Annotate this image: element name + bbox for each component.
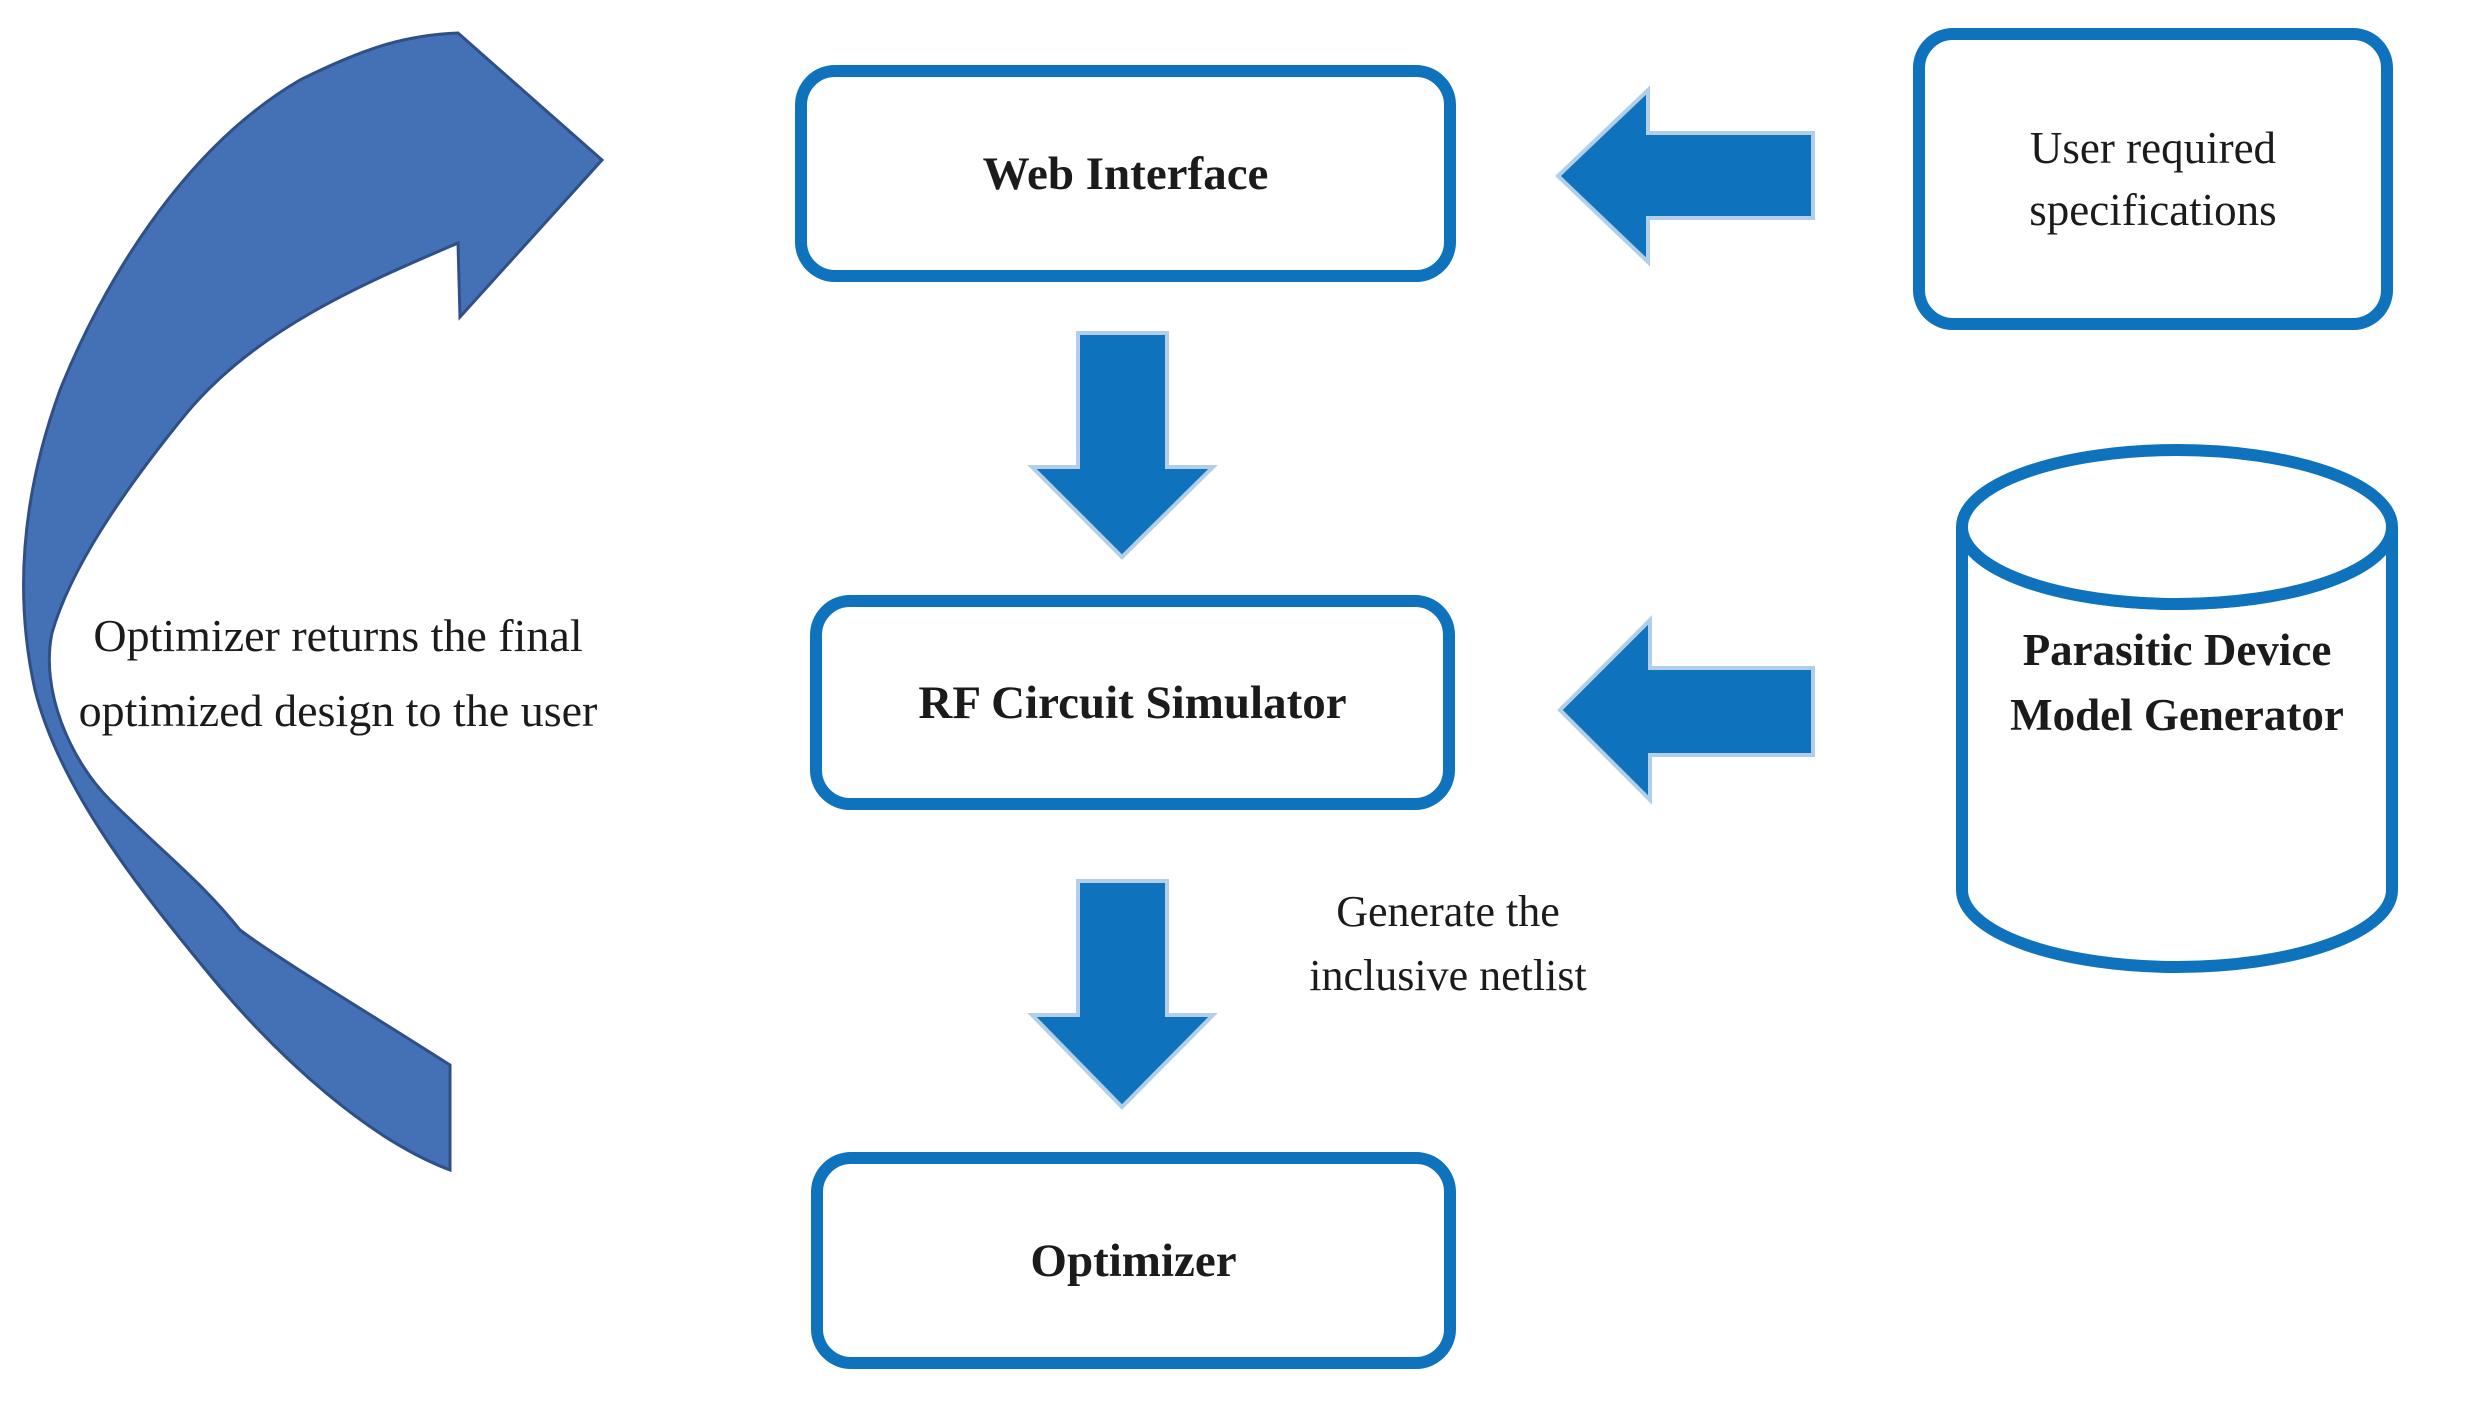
node-optimizer: Optimizer <box>811 1152 1456 1369</box>
node-rf-circuit-simulator-label: RF Circuit Simulator <box>918 676 1347 729</box>
node-optimizer-label: Optimizer <box>1030 1234 1237 1287</box>
annotation-optimizer-returns: Optimizer returns the final optimized de… <box>78 610 598 736</box>
down-block-arrow-icon <box>1027 879 1218 1110</box>
node-web-interface-label: Web Interface <box>982 147 1269 200</box>
node-parasitic-device-model-generator-label: Parasitic Device Model Generator <box>2010 625 2344 740</box>
database-cylinder-icon <box>1956 444 2398 973</box>
node-user-required-specifications: User required specifications <box>1913 28 2393 330</box>
left-block-arrow-icon <box>1557 615 1815 805</box>
annotation-generate-netlist: Generate the inclusive netlist <box>1309 887 1587 1000</box>
node-rf-circuit-simulator: RF Circuit Simulator <box>810 595 1455 810</box>
curved-return-arrow-icon <box>22 31 605 1173</box>
node-user-required-specifications-label: User required specifications <box>2029 123 2277 235</box>
left-block-arrow-icon <box>1555 85 1815 267</box>
node-web-interface: Web Interface <box>795 65 1456 282</box>
down-block-arrow-icon <box>1027 331 1218 560</box>
